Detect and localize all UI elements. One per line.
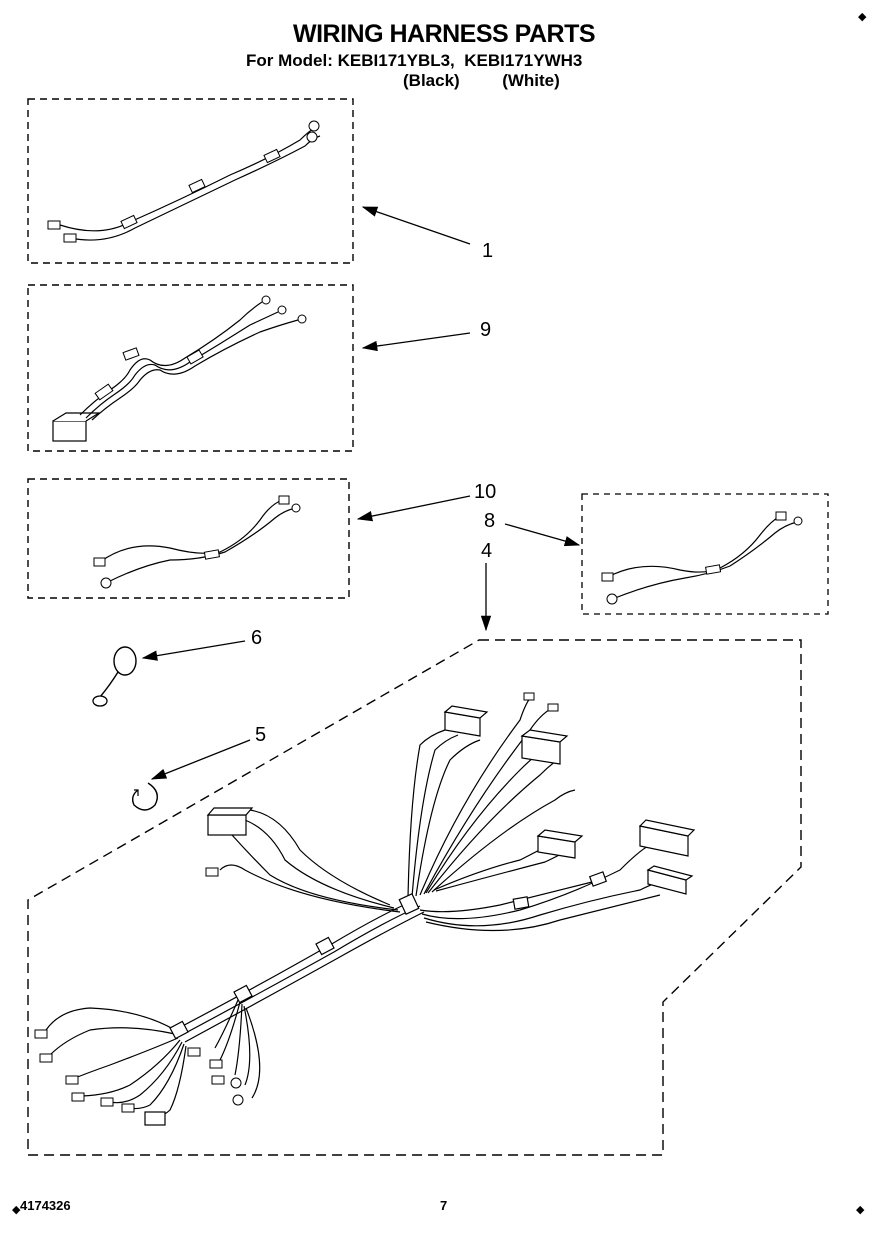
part-10-box (27, 478, 350, 599)
harness-connectors (144, 705, 696, 1126)
part-1-box (27, 98, 354, 264)
color-line: (Black) (White) (403, 71, 560, 91)
part-6-clip (92, 646, 137, 707)
leader-6 (141, 640, 246, 661)
document-number: 4174326 (20, 1198, 71, 1213)
model-white: KEBI171YWH3 (464, 51, 583, 70)
callout-9: 9 (480, 319, 492, 341)
model-line: For Model: KEBI171YBL3, KEBI171YWH3 (246, 51, 582, 71)
part-4-harness (45, 697, 671, 1119)
leader-1 (361, 206, 471, 245)
leader-9 (361, 332, 471, 352)
registration-mark-top-right: ◆ (858, 11, 867, 23)
part-8-box (581, 493, 829, 615)
part-9-box (27, 284, 354, 452)
page-title: WIRING HARNESS PARTS (292, 20, 596, 48)
callout-1: 1 (482, 240, 494, 262)
part-4-harness-box (27, 639, 802, 1156)
leader-10 (356, 495, 471, 522)
callout-6: 6 (251, 627, 263, 649)
model-black: KEBI171YBL3, (337, 51, 455, 70)
leader-8 (504, 523, 581, 547)
color-white: (White) (502, 71, 560, 90)
page-number: 7 (440, 1198, 448, 1213)
callout-10: 10 (474, 481, 497, 503)
callout-4: 4 (481, 540, 493, 562)
harness-terminals (34, 692, 559, 1113)
callout-5: 5 (255, 724, 267, 746)
callout-8: 8 (484, 510, 496, 532)
registration-mark-bottom-left: ◆ (12, 1204, 21, 1216)
leader-5 (150, 739, 251, 780)
registration-mark-bottom-right: ◆ (856, 1204, 865, 1216)
color-black: (Black) (403, 71, 460, 90)
part-5-tie (131, 782, 158, 811)
model-prefix: For Model: (246, 51, 333, 70)
